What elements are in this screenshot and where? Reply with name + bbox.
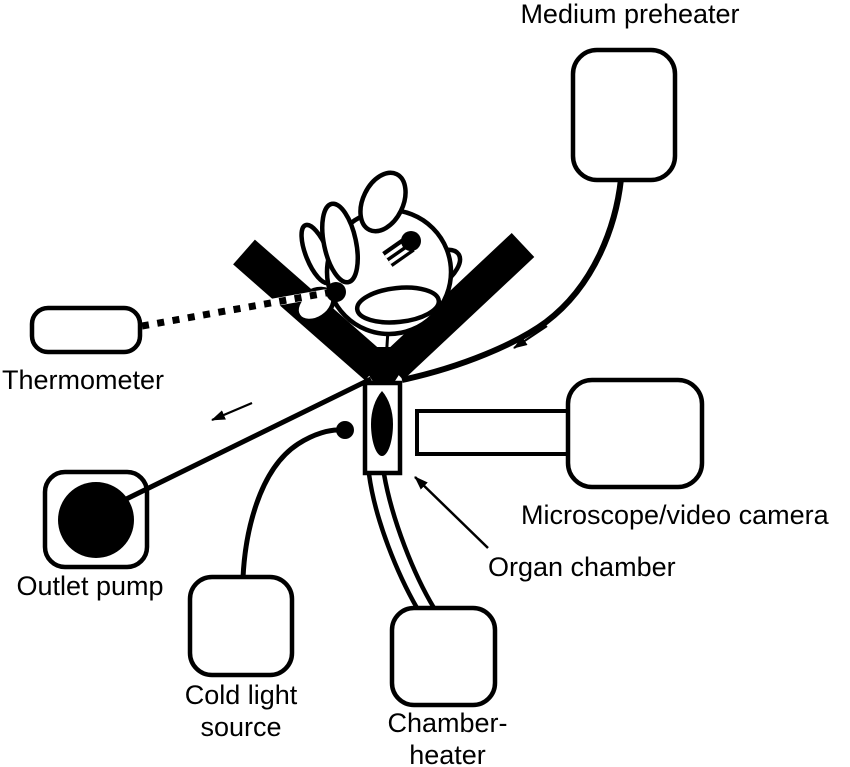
inlet-flow-arrow-icon: [513, 325, 548, 349]
label-chamber-heater-line1: Chamber-: [387, 708, 508, 738]
organ-chamber-pointer-arrow-icon: [414, 476, 489, 549]
outlet-flow-arrow-icon: [211, 401, 253, 422]
thermometer-lead-dotted: [141, 288, 333, 330]
heater-tube-left: [366, 473, 419, 610]
label-thermometer: Thermometer: [2, 365, 165, 395]
label-cold-light-line1: Cold light: [184, 680, 298, 710]
label-organ-chamber: Organ chamber: [488, 552, 676, 582]
label-chamber-heater-line2: heater: [409, 740, 486, 767]
cold-light-tip-icon: [336, 421, 354, 439]
organ-lobe-top: [358, 170, 408, 234]
organ-lobe-bottom: [354, 285, 442, 325]
thermometer-box: [29, 305, 143, 355]
heater-tube-right: [381, 473, 436, 610]
probe-dot-icon: [326, 282, 346, 302]
organ-sample-icon: [371, 391, 393, 456]
outlet-tube: [108, 376, 373, 510]
cold-light-cable: [240, 427, 339, 579]
inlet-tube: [401, 178, 624, 383]
organ-lobe-left: [320, 201, 360, 285]
label-cold-light-line2: source: [200, 712, 282, 742]
cold-light-source-box: [187, 574, 295, 678]
label-microscope: Microscope/video camera: [521, 500, 829, 530]
microscope-barrel: [415, 409, 574, 456]
label-chamber-heater: Chamber- heater: [370, 707, 525, 767]
label-outlet-pump: Outlet pump: [16, 571, 164, 601]
medium-preheater-box: [570, 47, 678, 183]
label-medium-preheater: Medium preheater: [520, 0, 740, 29]
label-cold-light-source: Cold light source: [165, 679, 317, 743]
pump-rotor-icon: [58, 482, 134, 558]
ligature-dot-icon: [401, 231, 421, 251]
chamber-heater-box: [389, 605, 498, 708]
microscope-body: [565, 377, 705, 490]
stage-vertex: [350, 347, 417, 398]
